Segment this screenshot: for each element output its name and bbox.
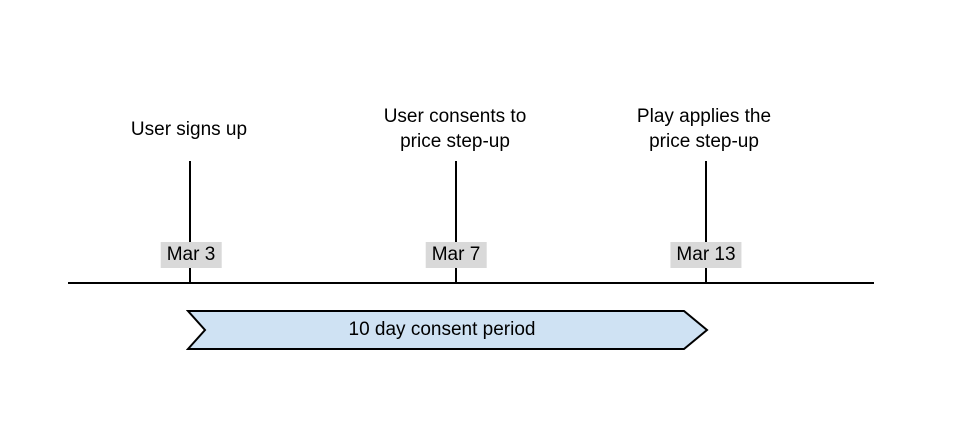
timeline-axis	[68, 282, 874, 284]
consent-period-label: 10 day consent period	[348, 319, 536, 340]
event-date-label-mar7: Mar 7	[425, 242, 487, 268]
event-tick-mar13	[705, 161, 707, 283]
event-tick-mar3	[189, 161, 191, 283]
event-tick-mar7	[455, 161, 457, 283]
event-title-play-applies: Play applies the price step-up	[636, 106, 772, 152]
consent-period-arrow-polygon	[186, 310, 709, 350]
consent-period-arrow-shape	[186, 310, 709, 350]
event-date-label-mar3: Mar 3	[160, 242, 222, 268]
event-title-user-signs-up: User signs up	[130, 119, 248, 140]
consent-period-banner: 10 day consent period	[186, 309, 710, 351]
event-date-label-mar13: Mar 13	[670, 242, 742, 268]
event-title-user-consents: User consents to price step-up	[383, 106, 527, 152]
